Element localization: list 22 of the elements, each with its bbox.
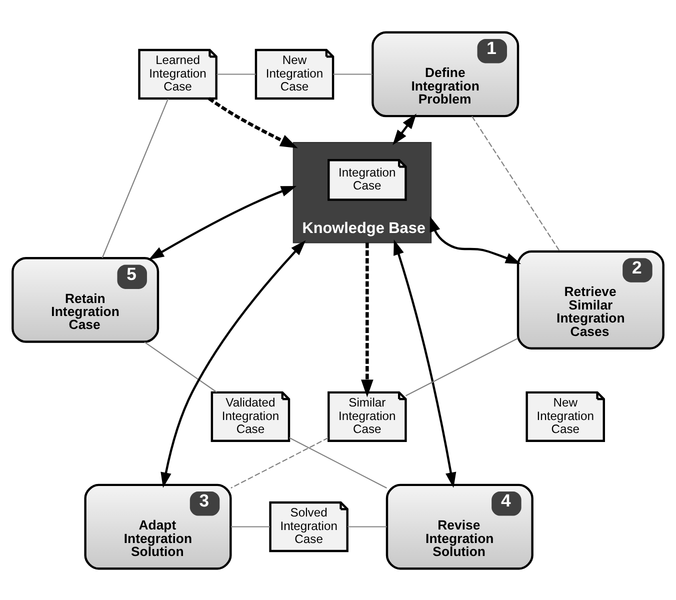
node-box: 1 Define Integration Problem [372,30,520,117]
arrow [430,216,522,264]
connector [102,98,169,258]
arrow [361,242,374,397]
node-box: 4 Revise Integration Solution [386,483,534,570]
node-box: 5 Retain Integration Case [12,256,160,342]
connector [333,73,373,74]
arrow [148,186,297,260]
connector [216,73,256,74]
arrow [208,96,298,148]
connector [406,337,518,396]
arrow [160,240,306,488]
connector [230,526,270,527]
node-box: 2 Retrieve Similar Integration Cases [516,250,664,349]
connector [347,526,387,527]
connector [472,116,560,251]
connector [289,436,387,488]
arrow [392,113,416,145]
arrow [394,239,456,488]
node-box: 3 Adapt Integration Solution [84,483,232,570]
connector [230,436,329,488]
connector [144,341,217,392]
